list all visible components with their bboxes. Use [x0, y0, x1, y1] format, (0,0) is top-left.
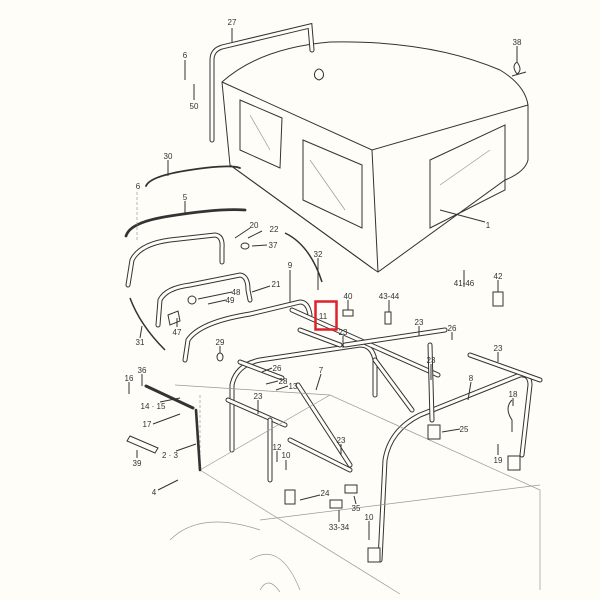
callout-30[interactable]: 30 — [164, 152, 173, 161]
callout-9[interactable]: 9 — [288, 261, 293, 270]
callout-42[interactable]: 42 — [494, 272, 503, 281]
part-37 — [240, 242, 250, 250]
callout-23[interactable]: 23 — [494, 344, 503, 353]
callout-1[interactable]: 1 — [486, 221, 491, 230]
callout-6[interactable]: 6 — [183, 51, 188, 60]
part-30-strip — [145, 165, 241, 187]
callout-47[interactable]: 47 — [173, 328, 182, 337]
callout-14-15[interactable]: 14 · 15 — [141, 402, 166, 411]
part-31-strip — [129, 297, 166, 351]
callout-31[interactable]: 31 — [136, 338, 145, 347]
callout-23[interactable]: 23 — [427, 356, 436, 365]
callout-43-44[interactable]: 43-44 — [379, 292, 400, 301]
part-10-bracket — [367, 547, 381, 563]
part-47 — [167, 310, 181, 326]
callout-24[interactable]: 24 — [321, 489, 330, 498]
callout-23[interactable]: 23 — [415, 318, 424, 327]
callout-38[interactable]: 38 — [513, 38, 522, 47]
part-33-34 — [329, 499, 343, 509]
callout-37[interactable]: 37 — [269, 241, 278, 250]
callout-29[interactable]: 29 — [216, 338, 225, 347]
part-43-44 — [384, 311, 392, 325]
part-2-3-strip — [194, 408, 202, 472]
callout-23[interactable]: 23 — [339, 328, 348, 337]
callout-16[interactable]: 16 — [125, 374, 134, 383]
callout-12[interactable]: 12 — [273, 443, 282, 452]
callout-22[interactable]: 22 — [270, 225, 279, 234]
part-14-15-strip — [144, 384, 195, 410]
part-32-strip — [284, 232, 323, 283]
callout-40[interactable]: 40 — [344, 292, 353, 301]
highlight-box-11 — [314, 300, 338, 331]
part-25 — [427, 424, 441, 440]
callout-25[interactable]: 25 — [460, 425, 469, 434]
callout-13[interactable]: 13 — [289, 382, 298, 391]
callout-17[interactable]: 17 — [143, 420, 152, 429]
truck-bed — [169, 384, 541, 595]
callout-2-3[interactable]: 2 · 3 — [162, 451, 179, 460]
callout-labels: 27 6 50 38 1 30 6 5 20 22 37 32 9 40 43-… — [125, 18, 522, 532]
callout-26[interactable]: 26 — [448, 324, 457, 333]
part-29 — [216, 352, 224, 362]
callout-48[interactable]: 48 — [232, 288, 241, 297]
callout-8[interactable]: 8 — [469, 374, 474, 383]
callout-33-34[interactable]: 33-34 — [329, 523, 350, 532]
callout-39[interactable]: 39 — [133, 459, 142, 468]
part-27-bow — [209, 22, 315, 143]
callout-4[interactable]: 4 — [152, 488, 157, 497]
part-18 — [507, 399, 513, 432]
callout-49[interactable]: 49 — [226, 296, 235, 305]
part-9-bow — [182, 299, 313, 363]
leader-lines — [128, 28, 518, 540]
callout-27[interactable]: 27 — [228, 18, 237, 27]
part-20-bow — [125, 232, 225, 288]
part-5-strip — [124, 208, 247, 238]
hardtop-canopy — [221, 41, 529, 273]
callout-50[interactable]: 50 — [190, 102, 199, 111]
callout-19[interactable]: 19 — [494, 456, 503, 465]
part-48 — [187, 295, 197, 305]
callout-6[interactable]: 6 — [136, 182, 141, 191]
callout-36[interactable]: 36 — [138, 366, 147, 375]
part-24 — [284, 489, 296, 505]
callout-10[interactable]: 10 — [365, 513, 374, 522]
callout-7[interactable]: 7 — [319, 366, 324, 375]
callout-11[interactable]: 11 — [319, 312, 328, 321]
part-19 — [507, 455, 521, 471]
callout-21[interactable]: 21 — [272, 280, 281, 289]
callout-32[interactable]: 32 — [314, 250, 323, 259]
callout-20[interactable]: 20 — [250, 221, 259, 230]
part-35 — [344, 484, 358, 494]
part-39 — [126, 435, 159, 454]
callout-23[interactable]: 23 — [337, 436, 346, 445]
callout-23[interactable]: 23 — [254, 392, 263, 401]
roll-cage — [225, 307, 543, 563]
callout-35[interactable]: 35 — [352, 504, 361, 513]
callout-10[interactable]: 10 — [282, 451, 291, 460]
part-42 — [492, 291, 504, 307]
callout-28[interactable]: 28 — [279, 377, 288, 386]
callout-5[interactable]: 5 — [183, 193, 188, 202]
callout-41-46[interactable]: 41-46 — [454, 279, 475, 288]
callout-18[interactable]: 18 — [509, 390, 518, 399]
part-38 — [511, 50, 527, 77]
callout-26[interactable]: 26 — [273, 364, 282, 373]
part-21-bow — [155, 272, 253, 328]
part-40 — [342, 309, 354, 317]
